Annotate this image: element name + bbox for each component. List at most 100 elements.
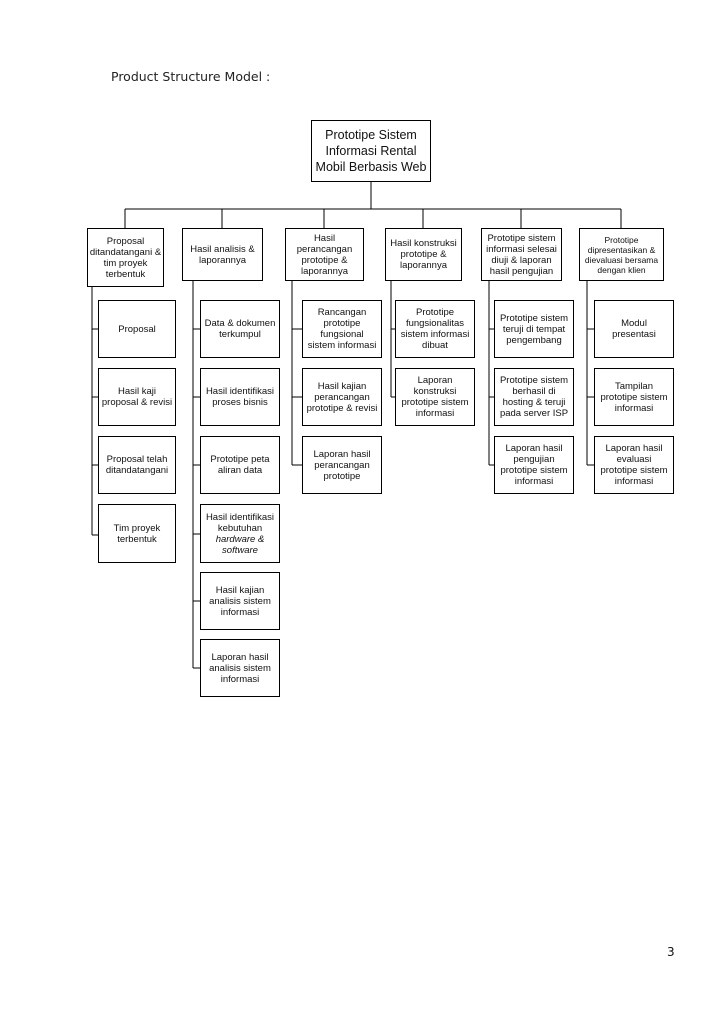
leaf-line: Prototipe sistem	[499, 312, 569, 324]
leaf-line: fungsionalitas	[405, 318, 465, 329]
leaf-line: Laporan hasil	[313, 448, 371, 460]
branch-line: laporannya	[399, 260, 447, 271]
root-line: Prototipe Sistem	[325, 128, 417, 142]
leaf-line: Laporan	[417, 375, 453, 386]
leaf-line: prototipe	[323, 318, 361, 329]
leaf-line: analisis sistem	[209, 595, 271, 607]
leaf-node: Hasil kajian perancangan prototipe & rev…	[302, 368, 382, 426]
leaf-line: Tampilan	[614, 380, 654, 392]
leaf-line: teruji di tempat	[502, 323, 566, 335]
branch-line: dievaluasi bersama	[584, 254, 659, 265]
leaf-line: Laporan hasil	[505, 443, 563, 454]
page-heading: Product Structure Model :	[111, 69, 271, 84]
leaf-line: informasi	[514, 476, 554, 487]
leaf-node: Data & dokumen terkumpul	[200, 300, 280, 358]
leaf-line: sistem informasi	[400, 329, 470, 340]
leaf-line: presentasi	[612, 329, 656, 340]
branch-line: informasi selesai	[486, 243, 557, 255]
leaf-line: software	[222, 544, 258, 556]
leaf-line: proposal & revisi	[101, 397, 173, 408]
branch-line: Hasil	[313, 232, 336, 244]
leaf-line: terkumpul	[219, 329, 261, 340]
leaf-node: Modul presentasi	[594, 300, 674, 358]
leaf-line: Data & dokumen	[204, 318, 276, 329]
leaf-line: dibuat	[422, 340, 448, 351]
leaf-line: Hasil kajian	[317, 380, 367, 392]
branch-line: ditandatangani &	[89, 246, 162, 258]
leaf-line: ditandatangani	[105, 465, 169, 476]
leaf-line: berhasil di	[512, 386, 556, 397]
leaf-line: Modul	[621, 318, 647, 329]
leaf-node: Hasil identifikasi proses bisnis	[200, 368, 280, 426]
branch-line: Hasil analisis &	[190, 243, 255, 255]
leaf-node: Prototipe sistem berhasil di hosting & t…	[494, 368, 574, 426]
leaf-line: Prototipe sistem	[499, 375, 569, 386]
branch-line: diuji & laporan	[491, 254, 552, 266]
leaf-line: evaluasi	[616, 454, 652, 465]
leaf-node: Hasil kaji proposal & revisi	[98, 368, 176, 426]
leaf-line: Prototipe peta	[210, 454, 270, 465]
branch-line: laporannya	[198, 254, 246, 266]
branch-node-proposal: Proposal ditandatangani & tim proyek ter…	[87, 228, 164, 287]
branch-line: dengan klien	[597, 264, 646, 275]
leaf-line: hosting & teruji	[502, 397, 566, 408]
leaf-line: Hasil identifikasi	[205, 511, 275, 523]
leaf-node: Laporan hasil pengujian prototipe sistem…	[494, 436, 574, 494]
branch-node-perancangan: Hasil perancangan prototipe & laporannya	[285, 228, 364, 281]
branch-line: Proposal	[106, 235, 145, 247]
branch-line: terbentuk	[105, 268, 146, 280]
leaf-line: Prototipe	[415, 307, 455, 318]
leaf-line: informasi	[415, 408, 455, 419]
leaf-node: Tampilan prototipe sistem informasi	[594, 368, 674, 426]
leaf-line: informasi	[220, 673, 260, 685]
branch-line: Prototipe sistem	[487, 232, 556, 244]
leaf-line: Hasil identifikasi	[205, 386, 275, 397]
leaf-line: Hasil kaji	[117, 386, 156, 397]
branch-line: prototipe &	[400, 249, 447, 260]
leaf-line: pengembang	[506, 334, 562, 346]
leaf-line: aliran data	[217, 465, 263, 476]
leaf-line: perancangan	[314, 459, 370, 471]
leaf-line: Proposal telah	[106, 454, 168, 465]
leaf-line: perancangan	[314, 391, 370, 403]
leaf-line: informasi	[614, 402, 654, 414]
branch-node-konstruksi: Hasil konstruksi prototipe & laporannya	[385, 228, 462, 281]
leaf-line: prototipe	[323, 470, 361, 482]
leaf-node: Prototipe sistem teruji di tempat pengem…	[494, 300, 574, 358]
branch-line: laporannya	[300, 265, 348, 277]
branch-line: hasil pengujian	[489, 265, 554, 277]
leaf-line: prototipe sistem	[401, 397, 469, 408]
leaf-line: prototipe sistem	[600, 465, 668, 476]
branch-line: prototipe &	[301, 254, 348, 266]
leaf-node: Hasil kajian analisis sistem informasi	[200, 572, 280, 630]
leaf-node: Hasil identifikasi kebutuhan hardware & …	[200, 504, 280, 563]
leaf-line: kebutuhan	[217, 522, 263, 534]
leaf-line: hardware &	[215, 533, 265, 545]
leaf-node: Laporan hasil perancangan prototipe	[302, 436, 382, 494]
leaf-line: prototipe & revisi	[306, 402, 378, 414]
branch-line: tim proyek	[103, 257, 148, 269]
leaf-line: konstruksi	[413, 386, 457, 397]
leaf-node: Proposal telah ditandatangani	[98, 436, 176, 494]
branch-line: Prototipe	[604, 234, 639, 245]
branch-node-pengujian: Prototipe sistem informasi selesai diuji…	[481, 228, 562, 281]
root-line: Mobil Berbasis Web	[315, 160, 427, 174]
root-line: Informasi Rental	[325, 144, 417, 158]
leaf-line: Rancangan	[317, 307, 367, 318]
branch-line: Hasil konstruksi	[390, 238, 457, 249]
leaf-line: Laporan hasil	[211, 651, 269, 663]
leaf-line: Tim proyek	[113, 522, 161, 534]
leaf-line: pengujian	[513, 454, 555, 465]
branch-line: dipresentasikan &	[587, 244, 656, 255]
leaf-line: prototipe sistem	[600, 391, 668, 403]
leaf-line: informasi	[614, 476, 654, 487]
leaf-line: terbentuk	[117, 533, 157, 545]
leaf-line: informasi	[220, 606, 260, 618]
leaf-line: Proposal	[118, 323, 156, 335]
leaf-node: Laporan hasil evaluasi prototipe sistem …	[594, 436, 674, 494]
leaf-node: Tim proyek terbentuk	[98, 504, 176, 563]
leaf-line: Hasil kajian	[215, 584, 265, 596]
leaf-line: pada server ISP	[499, 408, 569, 419]
leaf-node: Prototipe fungsionalitas sistem informas…	[395, 300, 475, 358]
